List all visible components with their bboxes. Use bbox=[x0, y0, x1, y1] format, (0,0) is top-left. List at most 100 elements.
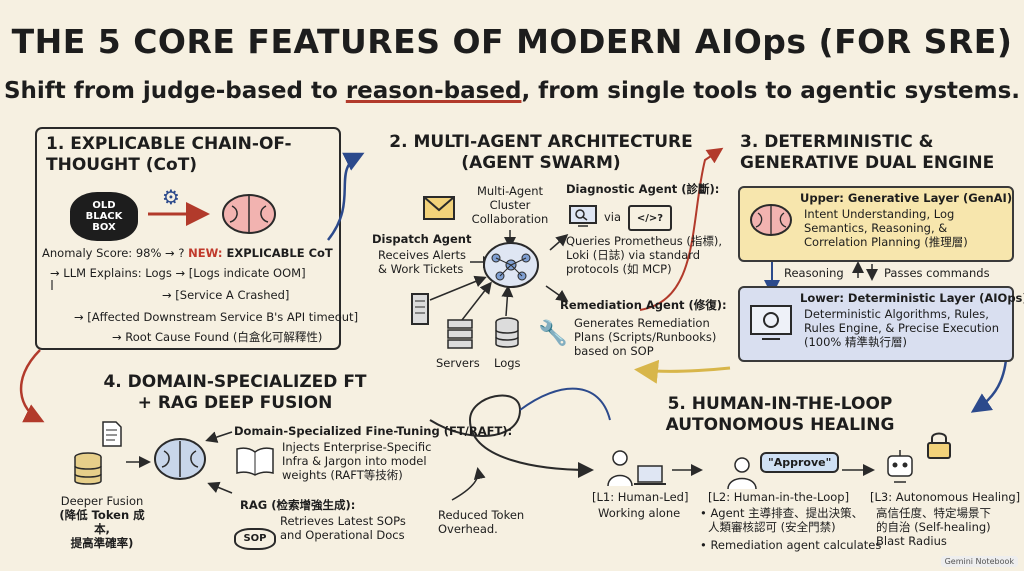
affected-service: → [Affected Downstream Service B's API t… bbox=[74, 310, 359, 324]
reduced-token: Reduced Token Overhead. bbox=[438, 508, 524, 536]
s1-heading: 1. EXPLICABLE CHAIN-OF- THOUGHT (CoT) bbox=[46, 134, 292, 176]
robot-icon bbox=[880, 448, 920, 488]
upper-desc-line2: Semantics, Reasoning, & bbox=[804, 221, 948, 235]
collab-label: Multi-Agent Cluster Collaboration bbox=[470, 184, 550, 226]
fusion-line3: 提高準確率) bbox=[70, 536, 134, 550]
lock-icon bbox=[924, 430, 954, 460]
l2-bullet1: • Agent 主導排查、提出決策、 人類審核認可 (安全門禁) bbox=[700, 506, 863, 534]
agent-hub-icon bbox=[482, 240, 540, 290]
l2-title: [L2: Human-in-the-Loop] bbox=[708, 490, 850, 504]
rag-desc-line2: and Operational Docs bbox=[280, 528, 405, 542]
root-cause: → Root Cause Found (白盒化可解釋性) bbox=[112, 330, 323, 344]
new-label: NEW: bbox=[188, 246, 223, 260]
page-title: THE 5 CORE FEATURES OF MODERN AIOps (FOR… bbox=[11, 22, 1013, 61]
diag-desc-line3: protocols (如 MCP) bbox=[566, 262, 672, 276]
reduced-line1: Reduced Token bbox=[438, 508, 525, 522]
reduced-line2: Overhead. bbox=[438, 522, 498, 536]
lower-desc-line1: Deterministic Algorithms, Rules, bbox=[804, 307, 989, 321]
upper-layer-title: Upper: Generative Layer (GenAI) bbox=[800, 191, 1013, 205]
upper-desc-line3: Correlation Planning (推理層) bbox=[804, 235, 968, 249]
dispatch-desc-line1: Receives Alerts bbox=[378, 248, 467, 262]
s5-heading-line2: AUTONOMOUS HEALING bbox=[665, 415, 895, 435]
blackbox-line1: OLD bbox=[92, 200, 116, 211]
approve-bubble: "Approve" bbox=[760, 452, 840, 473]
brain-icon-upper bbox=[748, 200, 794, 240]
logs-label: Logs bbox=[494, 356, 521, 370]
remediation-agent-name: Remediation Agent (修復): bbox=[560, 298, 727, 312]
rag-desc-line1: Retrieves Latest SOPs bbox=[280, 514, 406, 528]
subtitle-emphasis: reason-based bbox=[345, 78, 522, 104]
servers-icon bbox=[446, 318, 474, 350]
s3-heading-line1: 3. DETERMINISTIC & bbox=[740, 132, 934, 152]
mail-icon bbox=[422, 194, 456, 222]
s1-heading-line1: 1. EXPLICABLE CHAIN-OF- bbox=[46, 134, 292, 154]
s4-heading-line2: + RAG DEEP FUSION bbox=[137, 393, 333, 413]
diagnostic-agent-name: Diagnostic Agent (診斷): bbox=[566, 182, 720, 196]
dispatch-agent-name: Dispatch Agent bbox=[372, 232, 472, 246]
s2-heading: 2. MULTI-AGENT ARCHITECTURE (AGENT SWARM… bbox=[376, 132, 706, 174]
gemini-notebook-badge: Gemini Notebook bbox=[940, 556, 1018, 567]
person-laptop-icon bbox=[604, 448, 668, 488]
deeper-fusion: Deeper Fusion (降低 Token 成本, 提高準確率) bbox=[54, 494, 150, 550]
collab-line3: Collaboration bbox=[471, 212, 549, 226]
brain-icon bbox=[218, 190, 280, 238]
llm-explains: → LLM Explains: Logs → [Logs indicate OO… bbox=[50, 266, 306, 280]
reasoning-label: Reasoning bbox=[784, 266, 844, 280]
remediation-agent-desc: Generates Remediation Plans (Scripts/Run… bbox=[574, 316, 716, 358]
s4-heading: 4. DOMAIN-SPECIALIZED FT + RAG DEEP FUSI… bbox=[90, 372, 380, 414]
servers-label: Servers bbox=[436, 356, 480, 370]
s1-heading-line2: THOUGHT (CoT) bbox=[46, 155, 198, 175]
new-text: EXPLICABLE CoT bbox=[222, 246, 333, 260]
database-icon bbox=[494, 316, 520, 350]
page-subtitle: Shift from judge-based to reason-based, … bbox=[0, 78, 1024, 104]
lower-layer-desc: Deterministic Algorithms, Rules, Rules E… bbox=[804, 307, 999, 349]
ft-desc: Injects Enterprise-Specific Infra & Jarg… bbox=[282, 440, 432, 482]
old-black-box: OLD BLACK BOX bbox=[70, 192, 138, 241]
database-icon-fusion bbox=[72, 450, 104, 488]
lower-desc-line2: Rules Engine, & Precise Execution bbox=[804, 321, 999, 335]
ft-title: Domain-Specialized Fine-Tuning (FT/RAFT)… bbox=[234, 424, 513, 438]
fusion-line2: (降低 Token 成本, bbox=[59, 508, 145, 536]
diagnostic-agent-desc: Queries Prometheus (指標), Loki (日誌) via s… bbox=[566, 234, 722, 276]
monitor-gear-icon bbox=[748, 302, 794, 342]
remed-desc-line2: Plans (Scripts/Runbooks) bbox=[574, 330, 717, 344]
document-icon bbox=[100, 420, 124, 448]
collab-line1: Multi-Agent bbox=[476, 184, 544, 198]
l3-desc: 高信任度、特定場景下 的自治 (Self-healing) Blast Radi… bbox=[876, 506, 991, 548]
passes-commands-label: Passes commands bbox=[884, 266, 990, 280]
s5-heading: 5. HUMAN-IN-THE-LOOP AUTONOMOUS HEALING bbox=[630, 394, 930, 436]
book-icon bbox=[234, 444, 276, 478]
anomaly-score: Anomaly Score: 98% → ? NEW: EXPLICABLE C… bbox=[42, 246, 333, 260]
remed-desc-line3: based on SOP bbox=[574, 344, 654, 358]
lower-desc-line3: (100% 精準執行層) bbox=[804, 335, 908, 349]
server-icon bbox=[410, 292, 430, 326]
subtitle-pre: Shift from judge-based to bbox=[3, 78, 346, 104]
collab-line2: Cluster bbox=[489, 198, 531, 212]
l3-title: [L3: Autonomous Healing] bbox=[870, 490, 1021, 504]
l3-desc-line2: 的自治 (Self-healing) bbox=[876, 520, 991, 534]
anomaly-text: Anomaly Score: 98% → ? bbox=[42, 246, 185, 260]
gear-icon: ⚙ bbox=[162, 185, 180, 209]
code-icon: </>? bbox=[628, 205, 672, 231]
sop-badge: SOP bbox=[234, 528, 276, 550]
service-crashed: → [Service A Crashed] bbox=[162, 288, 290, 302]
l1-desc: Working alone bbox=[598, 506, 681, 520]
upper-generative-layer: Upper: Generative Layer (GenAI) Intent U… bbox=[738, 186, 1014, 262]
s3-heading-line2: GENERATIVE DUAL ENGINE bbox=[740, 153, 995, 173]
lower-layer-title: Lower: Deterministic Layer (AIOps) bbox=[800, 291, 1024, 305]
l2-bullet2: • Remediation agent calculates bbox=[700, 538, 882, 552]
rag-desc: Retrieves Latest SOPs and Operational Do… bbox=[280, 514, 406, 542]
l2-bullet1-line2: 人類審核認可 (安全門禁) bbox=[708, 520, 836, 534]
lower-deterministic-layer: Lower: Deterministic Layer (AIOps) Deter… bbox=[738, 286, 1024, 362]
l3-desc-line1: 高信任度、特定場景下 bbox=[876, 506, 991, 520]
person-icon-l2 bbox=[724, 456, 760, 490]
upper-desc-line1: Intent Understanding, Log bbox=[804, 207, 955, 221]
remed-desc-line1: Generates Remediation bbox=[574, 316, 710, 330]
via-label: via bbox=[604, 210, 622, 224]
subtitle-post: , from single tools to agentic systems. bbox=[521, 78, 1021, 104]
diag-desc-line1: Queries Prometheus (指標), bbox=[566, 234, 723, 248]
ft-desc-line3: weights (RAFT等技術) bbox=[282, 468, 403, 482]
dispatch-desc-line2: & Work Tickets bbox=[378, 262, 464, 276]
blackbox-line2: BLACK bbox=[85, 211, 123, 222]
